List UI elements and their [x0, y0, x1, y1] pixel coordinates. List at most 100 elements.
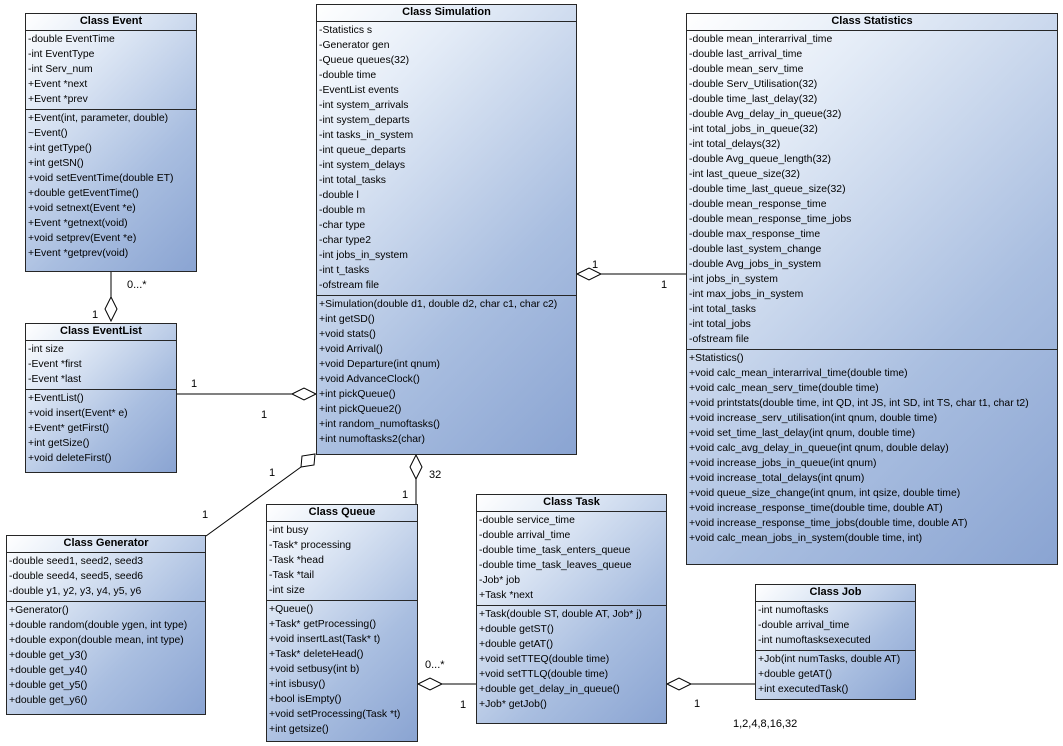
method: +void calc_mean_serv_time(double time) — [689, 383, 879, 394]
method: +int getType() — [28, 143, 92, 154]
attribute: -double time_task_leaves_queue — [479, 560, 632, 571]
multiplicity-label: 1 — [661, 279, 668, 291]
method: +Simulation(double d1, double d2, char c… — [319, 299, 558, 310]
attribute: -double arrival_time — [479, 530, 571, 541]
attribute: -int total_delays(32) — [689, 139, 781, 150]
method: +void deleteFirst() — [28, 453, 112, 464]
method: +void increase_response_time_jobs(double… — [689, 518, 968, 529]
attribute: -EventList events — [319, 85, 399, 96]
attribute: -int size — [28, 344, 64, 355]
class-generator-attributes: -double seed1, seed2, seed3 -double seed… — [7, 553, 205, 601]
class-statistics-title: Class Statistics — [687, 14, 1057, 31]
class-job-attributes: -int numoftasks -double arrival_time -in… — [756, 602, 915, 650]
method: +double getAT() — [758, 669, 833, 680]
class-task-title: Class Task — [477, 495, 666, 512]
multiplicity-label: 0...* — [425, 659, 445, 671]
multiplicity-label: 1 — [694, 698, 701, 710]
class-job[interactable]: Class Job -int numoftasks -double arriva… — [755, 584, 916, 700]
attribute: -ofstream file — [689, 334, 750, 345]
attribute: -int max_jobs_in_system — [689, 289, 804, 300]
attribute: -double l — [319, 190, 359, 201]
class-generator-methods: +Generator() +double random(double ygen,… — [7, 601, 205, 710]
method: +int isbusy() — [269, 679, 326, 690]
method: +void setprev(Event *e) — [28, 233, 137, 244]
attribute: -int total_tasks — [319, 175, 386, 186]
attribute: -Task* processing — [269, 540, 352, 551]
class-task[interactable]: Class Task -double service_time -double … — [476, 494, 667, 724]
class-event[interactable]: Class Event -double EventTime -int Event… — [25, 13, 197, 272]
method: ~Event() — [28, 128, 68, 139]
method: +void increase_serv_utilisation(int qnum… — [689, 413, 938, 424]
attribute: -double EventTime — [28, 34, 115, 45]
class-simulation-methods: +Simulation(double d1, double d2, char c… — [317, 295, 576, 449]
method: +Event* getFirst() — [28, 423, 110, 434]
class-eventlist[interactable]: Class EventList -int size -Event *first … — [25, 323, 177, 473]
attribute: -int EventType — [28, 49, 95, 60]
method: +void stats() — [319, 329, 376, 340]
class-job-title: Class Job — [756, 585, 915, 602]
class-statistics[interactable]: Class Statistics -double mean_interarriv… — [686, 13, 1058, 565]
attribute: -Event *first — [28, 359, 82, 370]
method: +void setTTEQ(double time) — [479, 654, 610, 665]
method: +void setProcessing(Task *t) — [269, 709, 401, 720]
attribute: -int total_jobs — [689, 319, 751, 330]
attribute: -double Avg_queue_length(32) — [689, 154, 831, 165]
method: +Job(int numTasks, double AT) — [758, 654, 901, 665]
method: +void setbusy(int b) — [269, 664, 360, 675]
method: +int random_numoftasks() — [319, 419, 440, 430]
attribute: -double seed4, seed5, seed6 — [9, 571, 144, 582]
method: +void increase_total_delays(int qnum) — [689, 473, 865, 484]
attribute: -int tasks_in_system — [319, 130, 414, 141]
class-generator-title: Class Generator — [7, 536, 205, 553]
method: +int pickQueue2() — [319, 404, 402, 415]
method: +void increase_response_time(double time… — [689, 503, 943, 514]
method: +void calc_mean_jobs_in_system(double ti… — [689, 533, 923, 544]
method: +EventList() — [28, 393, 84, 404]
class-job-methods: +Job(int numTasks, double AT) +double ge… — [756, 650, 915, 699]
class-queue-title: Class Queue — [267, 505, 417, 522]
class-event-methods: +Event(int, parameter, double) ~Event() … — [26, 109, 196, 263]
method: +void Departure(int qnum) — [319, 359, 440, 370]
attribute: -int last_queue_size(32) — [689, 169, 800, 180]
method: +double get_y5() — [9, 680, 88, 691]
attribute: -double service_time — [479, 515, 575, 526]
attribute: -double last_arrival_time — [689, 49, 803, 60]
method: +void Arrival() — [319, 344, 383, 355]
attribute: -int system_delays — [319, 160, 406, 171]
attribute: -Queue queues(32) — [319, 55, 410, 66]
method: +double getAT() — [479, 639, 554, 650]
class-eventlist-methods: +EventList() +void insert(Event* e) +Eve… — [26, 389, 176, 468]
class-queue[interactable]: Class Queue -int busy -Task* processing … — [266, 504, 418, 742]
method: +Event(int, parameter, double) — [28, 113, 169, 124]
attribute: -double mean_interarrival_time — [689, 34, 833, 45]
multiplicity-label: 1 — [92, 309, 99, 321]
attribute: -double Serv_Utilisation(32) — [689, 79, 818, 90]
attribute: -double time_last_delay(32) — [689, 94, 818, 105]
class-simulation[interactable]: Class Simulation -Statistics s -Generato… — [316, 4, 577, 455]
method: +double get_y3() — [9, 650, 88, 661]
attribute: -Event *last — [28, 374, 82, 385]
class-generator[interactable]: Class Generator -double seed1, seed2, se… — [6, 535, 206, 715]
method: +bool isEmpty() — [269, 694, 342, 705]
method: +double getST() — [479, 624, 554, 635]
class-statistics-methods: +Statistics() +void calc_mean_interarriv… — [687, 349, 1057, 548]
class-task-methods: +Task(double ST, double AT, Job* j) +dou… — [477, 605, 666, 714]
method: +Event *getprev(void) — [28, 248, 129, 259]
attribute: -Job* job — [479, 575, 521, 586]
multiplicity-label: 1 — [592, 259, 599, 271]
multiplicity-label: 1 — [460, 699, 467, 711]
attribute: -int Serv_num — [28, 64, 93, 75]
method: +void setnext(Event *e) — [28, 203, 136, 214]
attribute: -int size — [269, 585, 305, 596]
method: +Statistics() — [689, 353, 744, 364]
attribute: -int numoftasksexecuted — [758, 635, 871, 646]
method: +int getSD() — [319, 314, 375, 325]
multiplicity-label: 1 — [202, 509, 209, 521]
method: +int getSN() — [28, 158, 84, 169]
attribute: -double mean_response_time_jobs — [689, 214, 852, 225]
method: +double random(double ygen, int type) — [9, 620, 188, 631]
attribute: +Event *prev — [28, 94, 88, 105]
method: +void set_time_last_delay(int qnum, doub… — [689, 428, 916, 439]
attribute: -int total_tasks — [689, 304, 756, 315]
multiplicity-label: 32 — [429, 469, 442, 481]
